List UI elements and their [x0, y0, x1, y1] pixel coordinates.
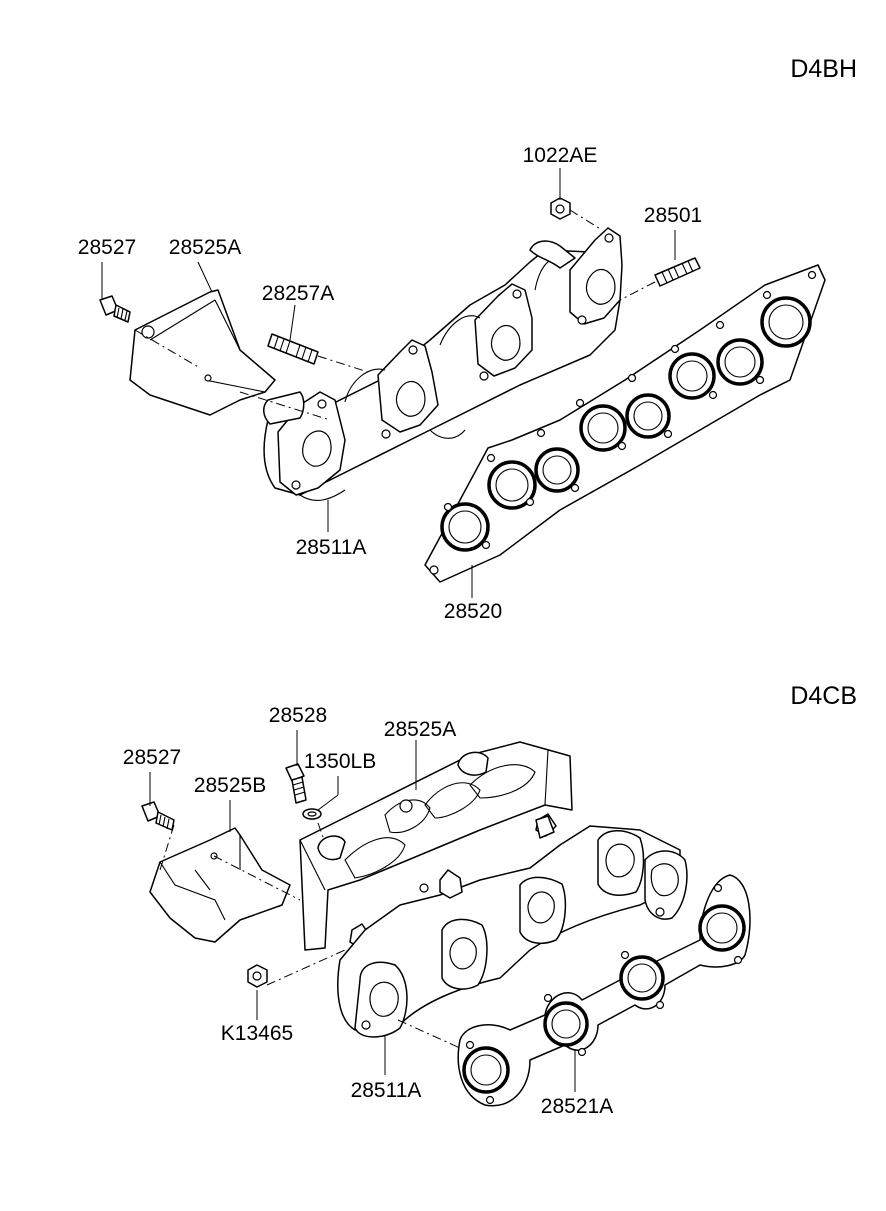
- label-28520: 28520: [444, 600, 502, 623]
- section-d4cb: D4CB: [123, 682, 857, 1118]
- bolt-28528[interactable]: [285, 763, 307, 804]
- label-28511a-bottom: 28511A: [351, 1079, 422, 1102]
- engine-code-d4bh: D4BH: [790, 55, 857, 83]
- label-1022ae: 1022AE: [523, 144, 598, 167]
- label-28257a: 28257A: [262, 282, 334, 305]
- washer-1350lb[interactable]: [302, 808, 322, 820]
- bolt-28527-top[interactable]: [99, 295, 131, 323]
- label-28511a-top: 28511A: [296, 536, 367, 559]
- label-28527-bottom: 28527: [123, 746, 181, 769]
- stud-28501[interactable]: [654, 257, 701, 287]
- gasket-28521a[interactable]: [457, 874, 751, 1107]
- label-28525b: 28525B: [194, 774, 266, 797]
- heat-protector-28525a-top[interactable]: [129, 289, 276, 416]
- heat-protector-28525b[interactable]: [149, 827, 291, 943]
- label-28527-top: 28527: [78, 236, 136, 259]
- nut-1022ae[interactable]: [550, 197, 571, 220]
- heat-protector-28525a-bottom[interactable]: [299, 741, 573, 951]
- gasket-28520[interactable]: [424, 264, 826, 583]
- label-1350lb: 1350LB: [304, 750, 376, 773]
- section-d4bh: D4BH: [78, 55, 857, 623]
- label-28528: 28528: [269, 704, 327, 727]
- nut-k13465[interactable]: [247, 964, 268, 988]
- exhaust-manifold-28511a-bottom[interactable]: [337, 815, 688, 1038]
- stud-28257a[interactable]: [267, 333, 319, 365]
- label-28525a-top: 28525A: [169, 236, 241, 259]
- exhaust-manifold-28511a[interactable]: [263, 227, 623, 501]
- label-28521a: 28521A: [541, 1095, 613, 1118]
- label-28525a-bottom: 28525A: [384, 718, 456, 741]
- engine-code-d4cb: D4CB: [790, 682, 857, 710]
- label-k13465: K13465: [221, 1022, 293, 1045]
- label-28501: 28501: [644, 204, 702, 227]
- bolt-28527-bottom[interactable]: [141, 801, 175, 831]
